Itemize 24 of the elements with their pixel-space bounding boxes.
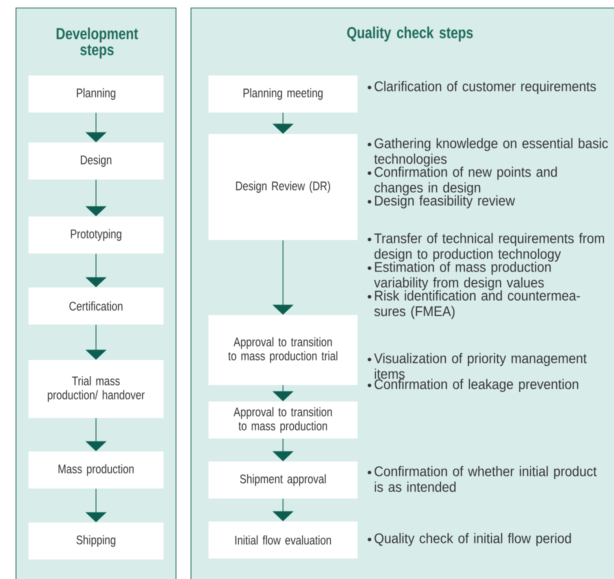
step-box: Planning — [28, 76, 164, 112]
bullet-text: Visualization of priority management items — [374, 353, 587, 379]
step-box: Approval to transition to mass production trial — [208, 315, 358, 385]
bullet-text: Risk identification and countermea- sures (FMEA) — [374, 290, 580, 319]
step-box: Prototyping — [28, 216, 164, 254]
step-box: Approval to transition to mass production — [208, 402, 358, 438]
bullet-text: Confirmation of leakage prevention — [374, 378, 578, 392]
bullet-text: Gathering knowledge on essential basic technologies — [374, 138, 608, 167]
bullet-text: Confirmation of new points and changes in design — [374, 166, 557, 196]
bullet-text: Confirmation of whether initial product is as intended — [374, 466, 597, 492]
step-box: Design Review (DR) — [208, 134, 358, 240]
step-box: Mass production — [28, 452, 164, 488]
step-box: Shipment approval — [208, 462, 358, 498]
bullet-text: Quality check of initial flow period — [374, 533, 571, 546]
step-box: Design — [28, 142, 164, 180]
bullet-text: Clarification of customer requirements — [374, 81, 596, 94]
bullet-text: Estimation of mass production variability from design values — [374, 262, 551, 290]
bullet-text: Transfer of technical requirements from design to production technology — [374, 233, 604, 262]
step-box: Certification — [28, 288, 164, 324]
bullet-text: Design feasibility review — [375, 195, 516, 208]
step-box: Shipping — [28, 522, 164, 560]
step-box: Planning meeting — [208, 76, 358, 112]
step-box: Initial flow evaluation — [208, 522, 358, 558]
step-box: Trial mass production/ handover — [28, 360, 164, 418]
